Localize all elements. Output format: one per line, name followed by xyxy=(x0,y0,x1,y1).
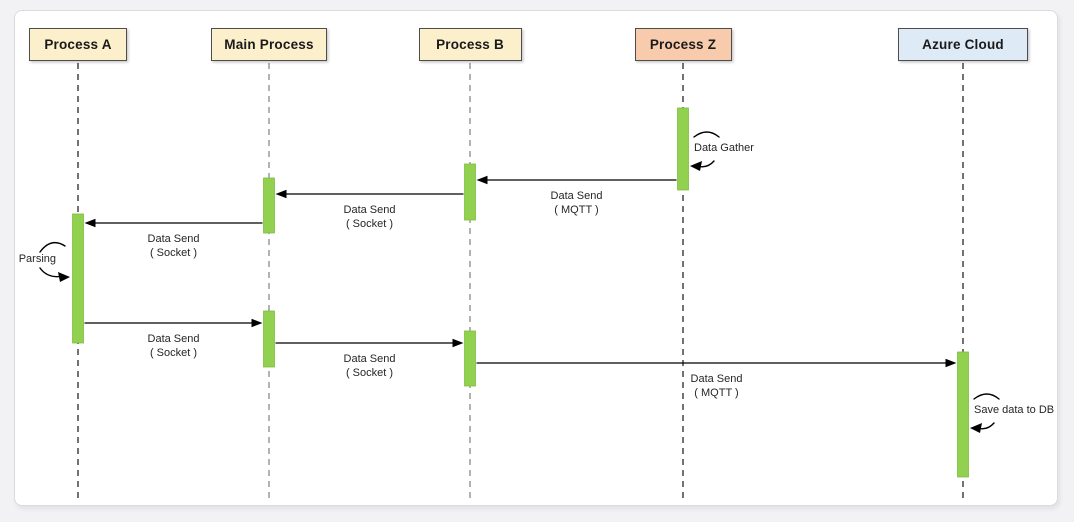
diagram-panel xyxy=(14,10,1058,506)
self-message-label-data-gather: Data Gather xyxy=(694,142,754,154)
message-line1: Data Send xyxy=(343,353,396,365)
participant-label: Process B xyxy=(436,37,504,52)
message-label: Data Send ( Socket ) xyxy=(344,204,396,231)
message-line1: Data Send xyxy=(550,190,603,202)
message-line2: ( MQTT ) xyxy=(694,386,739,399)
participant-label: Process A xyxy=(44,37,112,52)
message-label: Data Send ( MQTT ) xyxy=(691,373,743,400)
participant-process-a: Process A xyxy=(29,28,127,61)
message-line1: Data Send xyxy=(343,204,396,216)
participant-label: Main Process xyxy=(224,37,314,52)
participant-label: Azure Cloud xyxy=(922,37,1004,52)
message-line2: ( Socket ) xyxy=(149,246,198,259)
self-message-text: Parsing xyxy=(18,253,56,265)
self-message-text: Data Gather xyxy=(694,142,754,154)
participant-azure-cloud: Azure Cloud xyxy=(898,28,1028,61)
participant-process-b: Process B xyxy=(418,28,522,61)
message-line2: ( Socket ) xyxy=(345,217,394,230)
participant-label: Process Z xyxy=(649,37,717,52)
message-label: Data Send ( Socket ) xyxy=(148,233,200,260)
message-label: Data Send ( MQTT ) xyxy=(551,190,603,217)
participant-process-z: Process Z xyxy=(634,28,732,61)
message-line2: ( MQTT ) xyxy=(554,203,599,216)
participant-main-process: Main Process xyxy=(211,28,327,61)
self-message-label-parsing: Parsing xyxy=(19,253,56,265)
message-line1: Data Send xyxy=(147,333,200,345)
message-line1: Data Send xyxy=(147,233,200,245)
self-message-label-save-data-to-db: Save data to DB xyxy=(974,404,1054,416)
message-label: Data Send ( Socket ) xyxy=(148,333,200,360)
message-line2: ( Socket ) xyxy=(149,346,198,359)
message-line2: ( Socket ) xyxy=(345,366,394,379)
message-line1: Data Send xyxy=(690,373,743,385)
self-message-text: Save data to DB xyxy=(974,404,1055,416)
message-label: Data Send ( Socket ) xyxy=(344,353,396,380)
